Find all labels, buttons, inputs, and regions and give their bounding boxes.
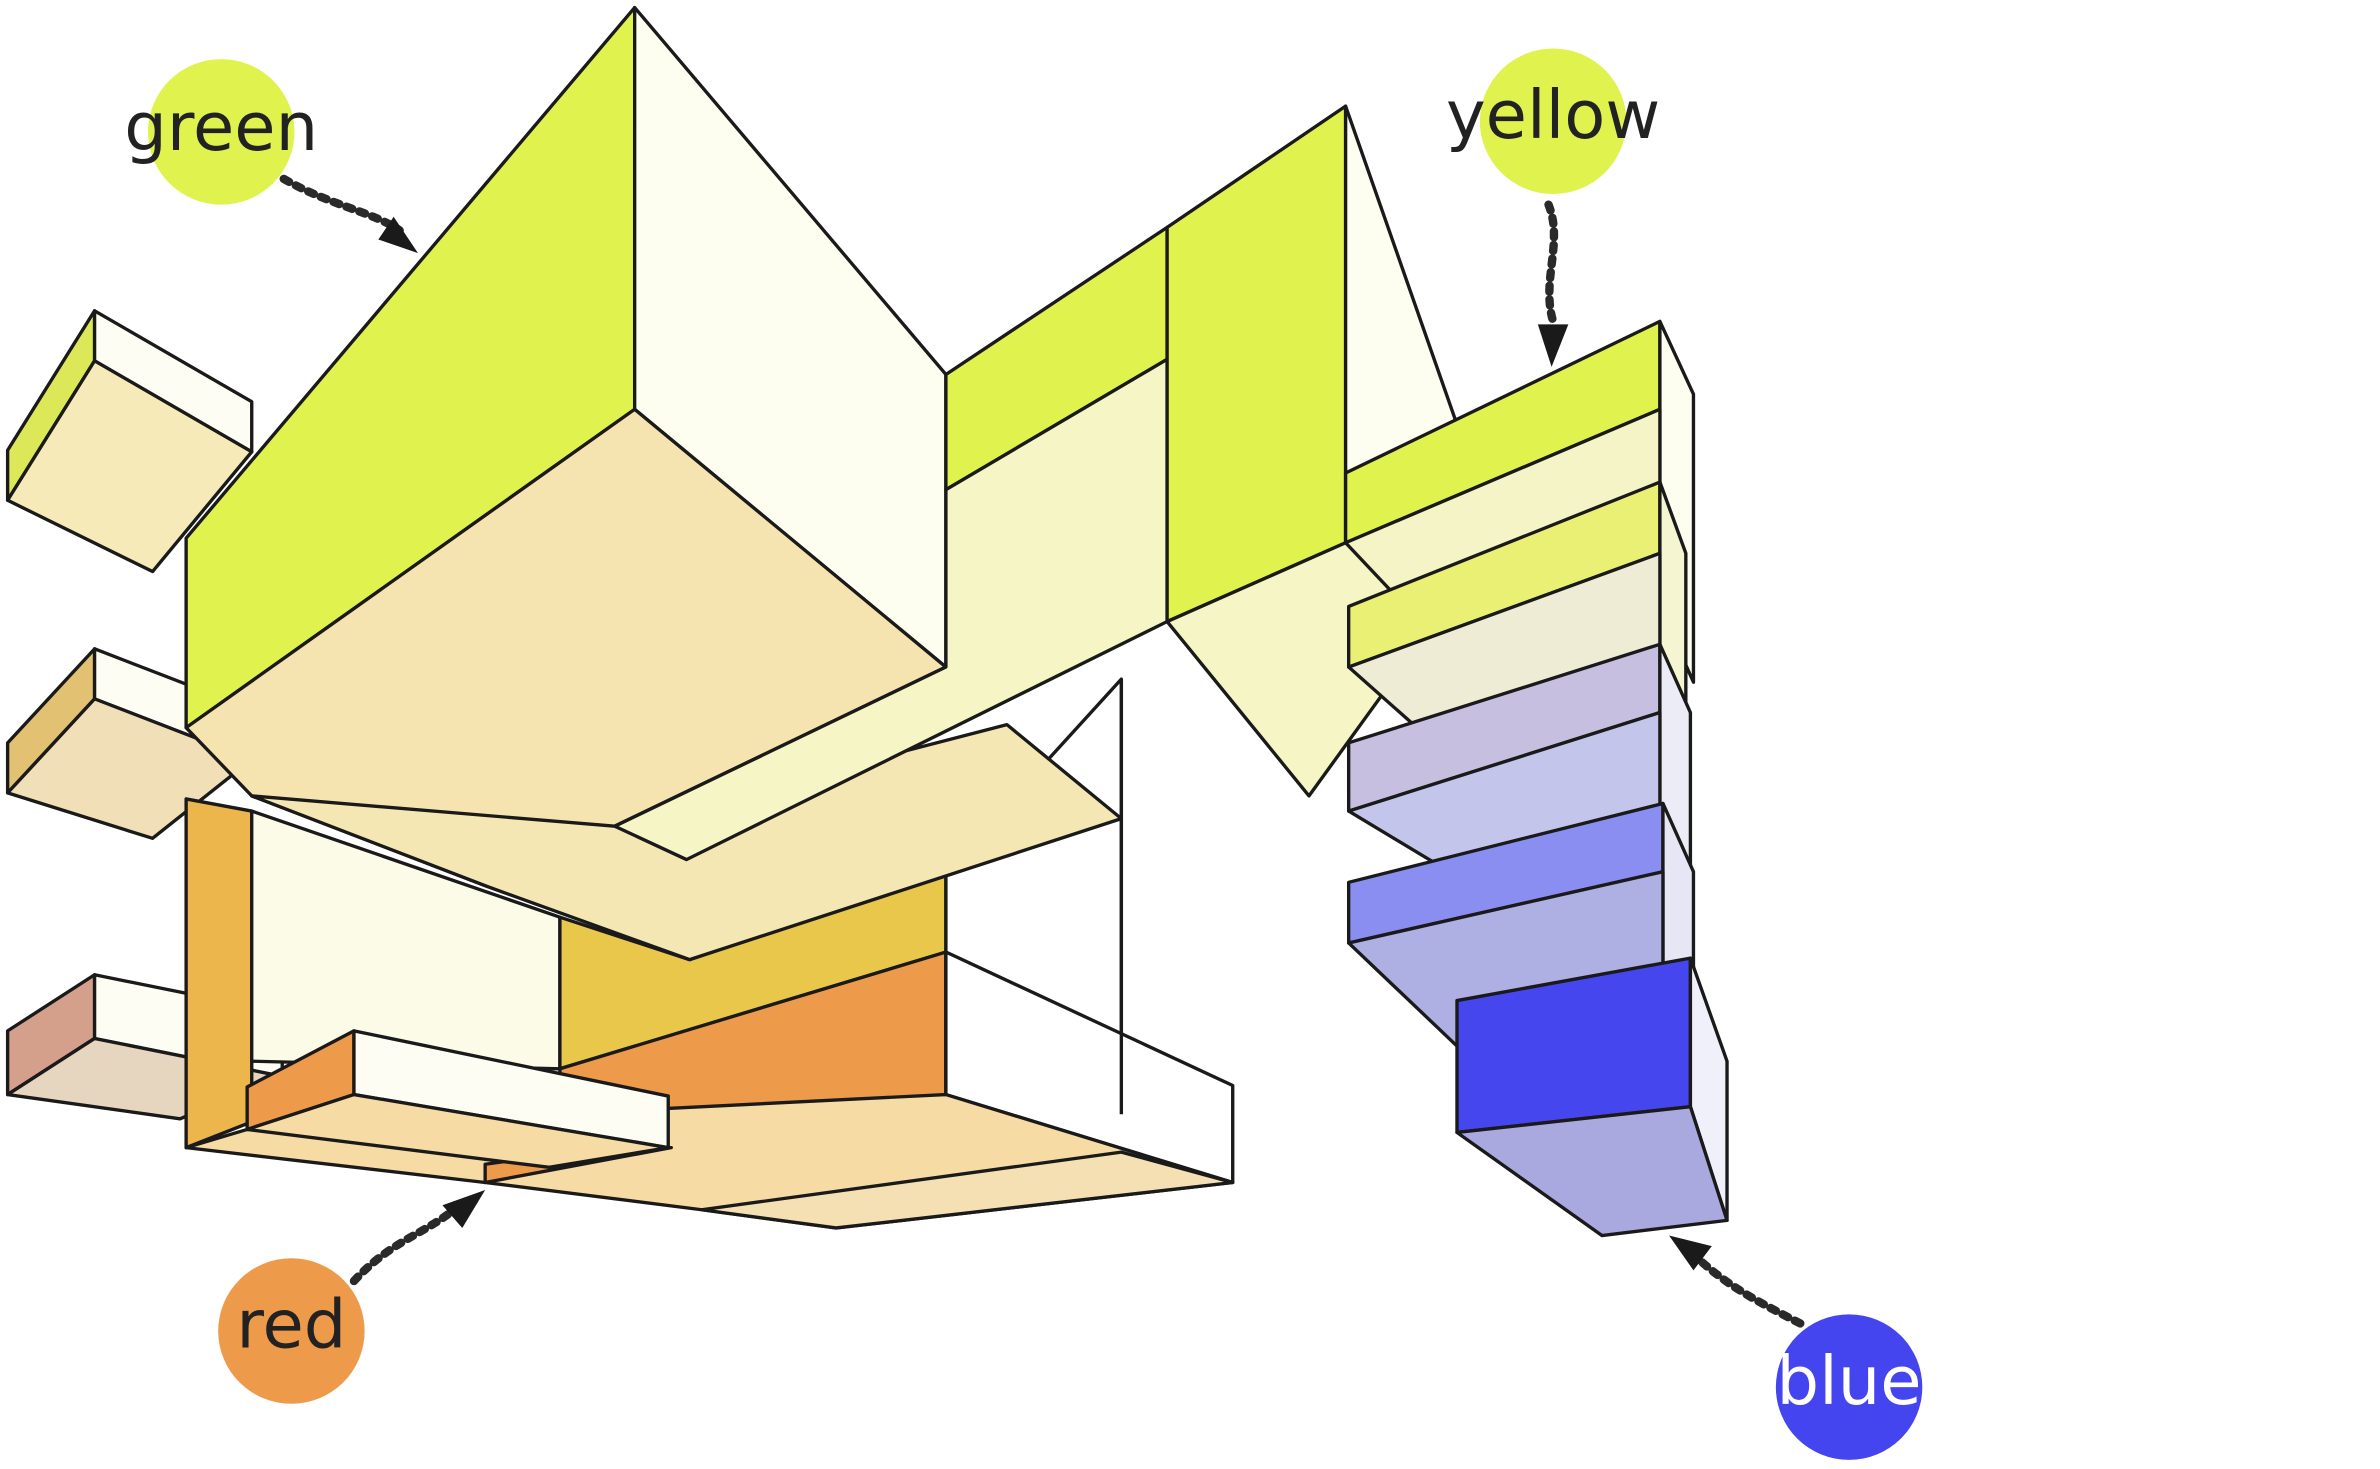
yellow-callout: yellow — [1446, 48, 1660, 367]
right-stack — [1343, 319, 1729, 1238]
blue-label-circle — [1775, 1314, 1923, 1460]
shelf-bottom — [245, 1092, 670, 1169]
yellow-arrow-head — [1537, 324, 1569, 367]
red-label-text: red — [236, 1286, 346, 1364]
green-label-circle — [147, 59, 295, 205]
blue-label-text: blue — [1777, 1342, 1922, 1420]
central-structure — [184, 5, 1459, 1230]
blue-arrow-head — [1669, 1235, 1712, 1271]
central-left-pillar — [184, 797, 254, 1150]
central-base-floor-right — [700, 1150, 1235, 1230]
yellow-label-circle — [1479, 48, 1627, 195]
green-label-text: green — [124, 88, 318, 166]
green-callout: green — [124, 59, 419, 254]
green-arrow-head — [378, 216, 419, 254]
pillar-green-face — [1165, 104, 1348, 624]
blue-callout: blue — [1669, 1235, 1923, 1460]
blue-arrow-line — [1696, 1257, 1805, 1328]
green-arrow-line — [279, 174, 404, 235]
red-callout: red — [218, 1190, 486, 1404]
red-arrow-line — [349, 1208, 455, 1286]
red-arrow-head — [442, 1190, 486, 1228]
yellow-arrow-line — [1544, 200, 1559, 326]
yellow-label-text: yellow — [1446, 76, 1660, 154]
blue-cube-under — [1455, 1105, 1729, 1238]
red-label-circle — [218, 1258, 365, 1404]
box-top-left-bottom — [5, 359, 254, 574]
left-small-boxes — [5, 309, 284, 1121]
